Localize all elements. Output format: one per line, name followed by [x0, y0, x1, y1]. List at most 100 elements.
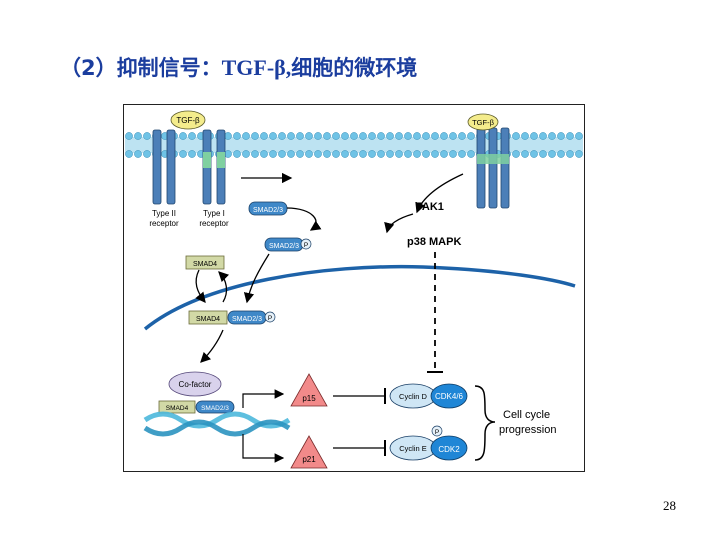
- membrane-lipid-head: [467, 150, 475, 158]
- cell-cycle-label-1: Cell cycle: [503, 409, 550, 421]
- title-latin: TGF-β,: [221, 55, 292, 80]
- membrane-lipid-head: [224, 150, 232, 158]
- cofactor-node: [168, 371, 222, 397]
- arrow-to-tak1: [415, 173, 464, 214]
- cyclin-e-label: Cyclin E: [399, 444, 427, 453]
- membrane-lipid-head: [143, 132, 151, 140]
- membrane-lipid-head: [368, 150, 376, 158]
- arrow-phosphorylation: [286, 207, 322, 231]
- complex-smad4-node: [188, 310, 228, 325]
- membrane-lipid-head: [467, 132, 475, 140]
- membrane-lipid-head: [368, 132, 376, 140]
- membrane-lipid-head: [449, 132, 457, 140]
- membrane-lipid-head: [296, 132, 304, 140]
- membrane-lipid-head: [548, 132, 556, 140]
- membrane-lipid-head: [512, 132, 520, 140]
- membrane-lipid-head: [332, 150, 340, 158]
- membrane-lipid-head: [431, 150, 439, 158]
- arrow-smad4-return: [218, 271, 230, 303]
- cdk2-phosphate-label: P: [435, 429, 439, 436]
- ligand-left-label: TGF-β: [176, 116, 200, 125]
- cell-cycle-label-2: progression: [499, 424, 556, 436]
- dna-smad23-label: SMAD2/3: [201, 405, 229, 412]
- membrane-lipid-head: [287, 132, 295, 140]
- membrane-lipid-head: [539, 132, 547, 140]
- membrane-lipid-head: [575, 132, 583, 140]
- membrane-lipid-head: [323, 150, 331, 158]
- arrow-to-dna: [200, 329, 224, 363]
- membrane-lipid-head: [566, 150, 574, 158]
- membrane-lipid-head: [539, 150, 547, 158]
- phosphate-marker: [300, 238, 312, 250]
- ligand-right-label: TGF-β: [472, 118, 494, 127]
- membrane-lipid-head: [440, 150, 448, 158]
- complex-phosphate-label: P: [268, 315, 272, 322]
- membrane-lipid-head: [422, 150, 430, 158]
- membrane-lipid-head: [530, 132, 538, 140]
- membrane-lipid-head: [350, 150, 358, 158]
- tak1-label: TAK1: [416, 201, 444, 213]
- membrane-lipid-head: [413, 150, 421, 158]
- membrane-lipid-head: [575, 150, 583, 158]
- membrane-lipid-head: [305, 150, 313, 158]
- membrane-lipid-head: [422, 132, 430, 140]
- slide-title: （2）抑制信号：TGF-β,细胞的微环境: [60, 52, 417, 82]
- p21-node: [290, 435, 328, 469]
- title-number: （2）: [60, 56, 117, 80]
- membrane-lipid-head: [350, 132, 358, 140]
- membrane-lipid-head: [224, 132, 232, 140]
- type-i-receptor: [202, 129, 226, 205]
- membrane-lipid-head: [341, 132, 349, 140]
- membrane-lipid-head: [242, 150, 250, 158]
- arrow-to-p15: [242, 389, 285, 408]
- membrane-lipid-head: [314, 150, 322, 158]
- membrane-lipid-head: [143, 150, 151, 158]
- membrane-lipid-head: [557, 132, 565, 140]
- membrane-lipid-head: [359, 150, 367, 158]
- type-i-label-2: receptor: [199, 219, 229, 228]
- membrane-lipid-head: [134, 132, 142, 140]
- membrane-lipid-head: [125, 150, 133, 158]
- membrane-lipid-head: [233, 150, 241, 158]
- membrane-lipid-head: [179, 132, 187, 140]
- title-chinese: 抑制信号：: [116, 56, 222, 80]
- membrane-lipid-head: [359, 132, 367, 140]
- membrane-lipid-head: [179, 150, 187, 158]
- membrane-lipid-head: [521, 150, 529, 158]
- smad23-p-label: SMAD2/3: [269, 243, 299, 250]
- title-tail: 细胞的微环境: [291, 56, 418, 80]
- cdk2-phosphate: [431, 425, 443, 437]
- cdk2-label: CDK2: [438, 445, 460, 454]
- membrane-lipid-head: [404, 150, 412, 158]
- membrane-lipid-head: [323, 132, 331, 140]
- membrane-lipid-head: [278, 132, 286, 140]
- cell-membrane: [125, 132, 583, 158]
- membrane-lipid-head: [125, 132, 133, 140]
- cdk46-node: [430, 383, 468, 409]
- p15-node: [290, 373, 328, 407]
- p15-label: p15: [302, 394, 316, 403]
- membrane-lipid-head: [377, 132, 385, 140]
- membrane-lipid-head: [557, 150, 565, 158]
- smad4-node: [185, 255, 225, 270]
- arrow-to-p21: [242, 434, 285, 463]
- type-i-label-1: Type I: [203, 209, 225, 218]
- membrane-lipid-head: [377, 150, 385, 158]
- membrane-lipid-head: [458, 150, 466, 158]
- membrane-lipid-head: [269, 150, 277, 158]
- membrane-lipid-head: [548, 150, 556, 158]
- membrane-lipid-head: [188, 132, 196, 140]
- membrane-lipid-head: [530, 150, 538, 158]
- membrane-lipid-head: [431, 132, 439, 140]
- membrane-lipid-head: [278, 150, 286, 158]
- membrane-lipid-head: [251, 132, 259, 140]
- dna-smad4-node: [158, 400, 196, 414]
- type-ii-receptor: [152, 129, 176, 205]
- cdk46-label: CDK4/6: [435, 392, 464, 401]
- membrane-lipid-head: [287, 150, 295, 158]
- membrane-lipid-head: [386, 150, 394, 158]
- membrane-lipid-head: [134, 150, 142, 158]
- membrane-lipid-head: [305, 132, 313, 140]
- membrane-lipid-head: [404, 132, 412, 140]
- membrane-lipid-head: [242, 132, 250, 140]
